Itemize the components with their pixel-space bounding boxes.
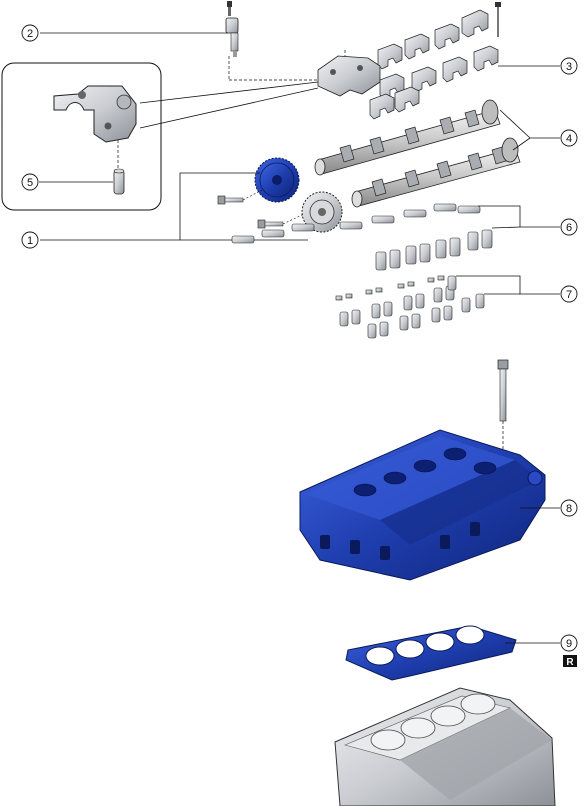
leader-line-1 [40,172,260,241]
bolt-3 [495,2,501,37]
callout-2: 2 [21,24,39,42]
rocker-arms [231,203,493,271]
camshaft-lower [351,137,521,208]
svg-text:R: R [566,657,574,668]
inset-dowel-pin [113,168,125,195]
svg-text:9: 9 [566,638,572,650]
sprocket-bolts [217,189,305,229]
svg-text:8: 8 [566,503,572,515]
callout-1: 1 [21,231,39,249]
leader-line-4b [512,137,531,151]
camshaft-upper [314,99,501,176]
callout-5: 5 [21,173,39,191]
front-camshaft-cap [317,55,381,97]
cylinder-block [334,687,556,806]
svg-text:5: 5 [27,177,33,189]
variable-valve-timing-actuator [301,191,343,233]
inset-cap-bracket [53,85,137,168]
callout-4: 4 [560,129,578,147]
svg-text:2: 2 [27,28,33,40]
svg-text:4: 4 [566,133,572,145]
camshaft-sprocket [254,157,300,203]
leader-line-6b [491,226,521,229]
svg-text:3: 3 [566,61,572,73]
camshaft-caps [369,9,499,120]
lash-adjusters [335,275,485,339]
cylinder-head [299,429,546,581]
leader-line-4 [499,109,560,139]
callout-6: 6 [560,218,578,236]
callout-9: 9 [560,634,578,652]
cylinder-head-bolt [497,359,509,462]
leader-line-7 [456,275,560,295]
svg-text:6: 6 [566,222,572,234]
callout-3: 3 [560,57,578,75]
cylinder-head-gasket [345,625,517,681]
svg-text:1: 1 [27,235,33,247]
R-badge-icon: R [563,655,577,668]
svg-text:7: 7 [566,289,572,301]
oil-control-valve [225,1,239,57]
callout-7: 7 [560,285,578,303]
leader-line-6 [478,205,560,228]
callout-8: 8 [560,499,578,517]
